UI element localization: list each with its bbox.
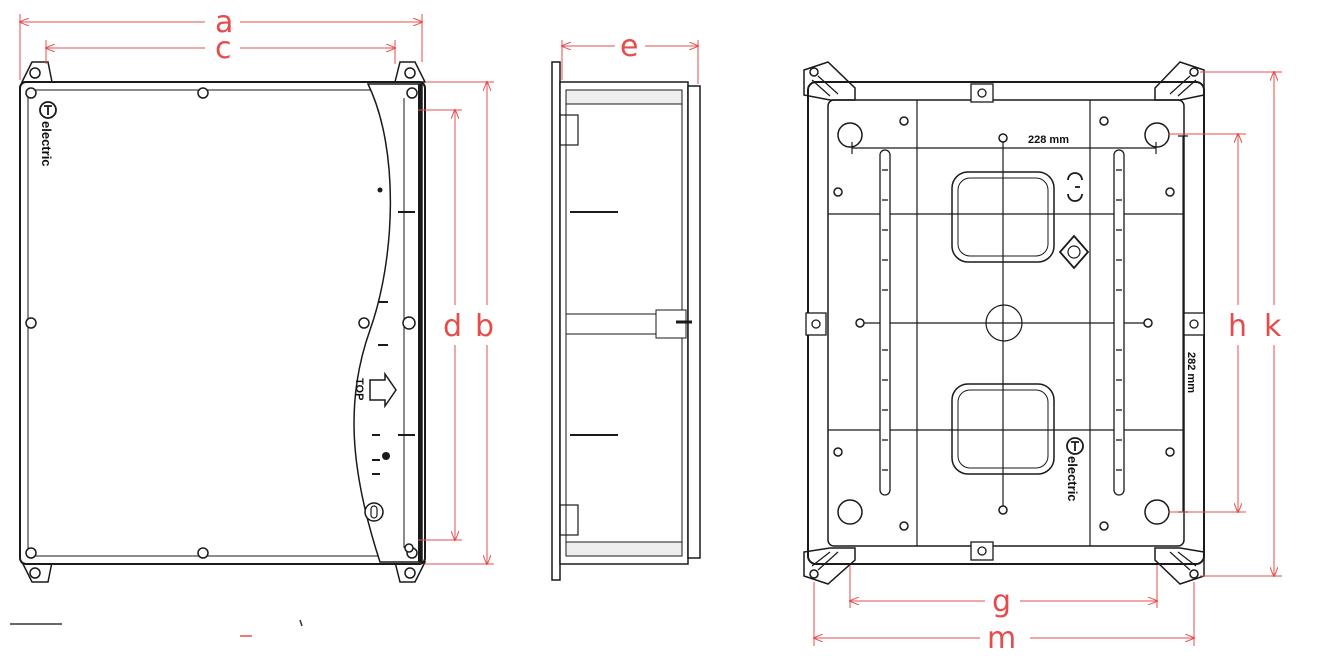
lock-icon <box>364 502 384 522</box>
front-brand-name: electric <box>39 121 54 167</box>
back-brand-logo-icon <box>1066 437 1084 455</box>
dimension-m: m <box>987 621 1016 656</box>
front-view: TOP electric <box>19 61 427 583</box>
dimension-a: a <box>215 5 233 40</box>
side-view <box>551 61 701 581</box>
din-slots-right <box>1113 149 1125 496</box>
width-annotation: 228 mm <box>1028 134 1069 146</box>
dimension-d: d <box>443 309 462 344</box>
dimension-e: e <box>620 29 638 64</box>
back-brand-name: electric <box>1065 456 1080 502</box>
front-screws <box>25 87 418 559</box>
top-label: TOP <box>353 378 365 400</box>
ce-mark-icon <box>1067 172 1083 202</box>
dimension-lines <box>20 14 1282 646</box>
top-arrow-icon <box>369 371 397 409</box>
dimension-h: h <box>1228 309 1247 344</box>
dimension-c: c <box>215 31 232 66</box>
stray-marks <box>10 619 303 637</box>
back-view: electric 228 mm 282 mm <box>803 61 1205 585</box>
dimension-g: g <box>992 584 1011 619</box>
certification-diamond-icon <box>1058 234 1090 270</box>
dimension-b: b <box>475 309 494 344</box>
dimension-k: k <box>1264 309 1282 344</box>
din-slots-left <box>879 149 891 496</box>
brand-logo-icon <box>39 101 57 119</box>
height-annotation: 282 mm <box>1185 352 1197 393</box>
